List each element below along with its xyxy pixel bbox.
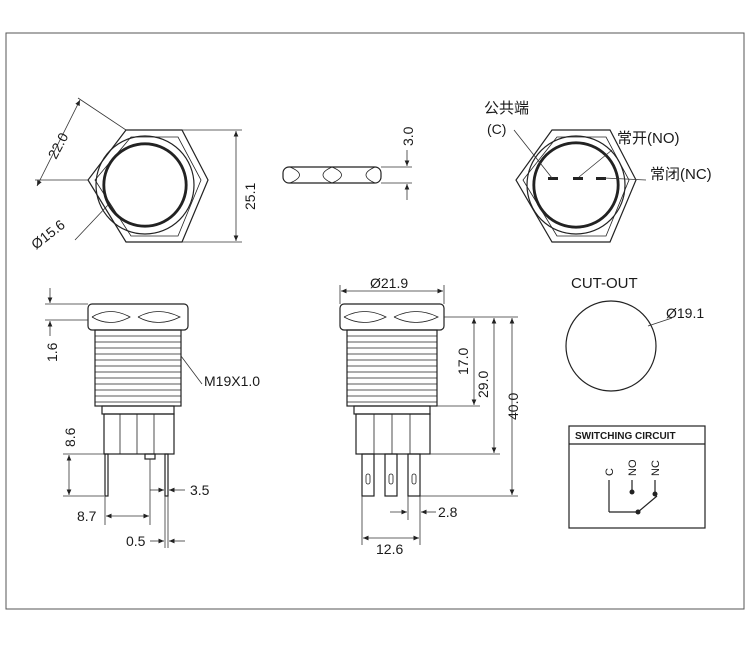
dim-pitch-left: 8.7 <box>77 508 97 524</box>
dim-term-len: 8.6 <box>62 427 78 447</box>
circuit-title: SWITCHING CIRCUIT <box>575 431 676 442</box>
dim-hex-flat: 22.0 <box>45 130 72 162</box>
nut-side-view <box>282 150 412 200</box>
dim-head-thick: 1.6 <box>44 342 60 362</box>
label-nc: 常闭(NC) <box>650 166 712 183</box>
label-common-cn: 公共端 <box>484 100 529 117</box>
cutout-diagram <box>565 300 673 392</box>
hex-front-view <box>35 97 242 243</box>
cutout-dia: Ø19.1 <box>666 305 704 321</box>
dim-total-len: 40.0 <box>505 393 521 420</box>
thread-lines <box>95 335 181 403</box>
thread-lines-2 <box>347 335 437 403</box>
dim-nut-thick: 3.0 <box>400 126 416 146</box>
dim-hex-height: 25.1 <box>242 183 258 210</box>
side-view-left <box>45 288 203 548</box>
rear-view <box>513 129 647 243</box>
dim-term-width: 3.5 <box>190 482 210 498</box>
dim-body-dia: Ø21.9 <box>370 275 408 291</box>
dim-thread: M19X1.0 <box>204 373 260 389</box>
outer-border <box>5 32 745 610</box>
dim-ring-dia: Ø15.6 <box>28 216 68 252</box>
dim-body-len: 29.0 <box>475 371 491 398</box>
cutout-title: CUT-OUT <box>571 275 638 292</box>
dim-term-span: 12.6 <box>376 541 403 557</box>
dim-thread-len: 17.0 <box>455 348 471 375</box>
label-common-en: (C) <box>487 121 506 137</box>
dim-term-thick: 0.5 <box>126 533 146 549</box>
dim-term-gap: 2.8 <box>438 504 458 520</box>
circuit-no: NO <box>627 459 639 476</box>
label-no: 常开(NO) <box>617 130 680 147</box>
circuit-c: C <box>604 468 616 476</box>
circuit-nc: NC <box>650 460 662 476</box>
switching-circuit-box <box>568 425 706 529</box>
side-view-right <box>339 285 518 545</box>
